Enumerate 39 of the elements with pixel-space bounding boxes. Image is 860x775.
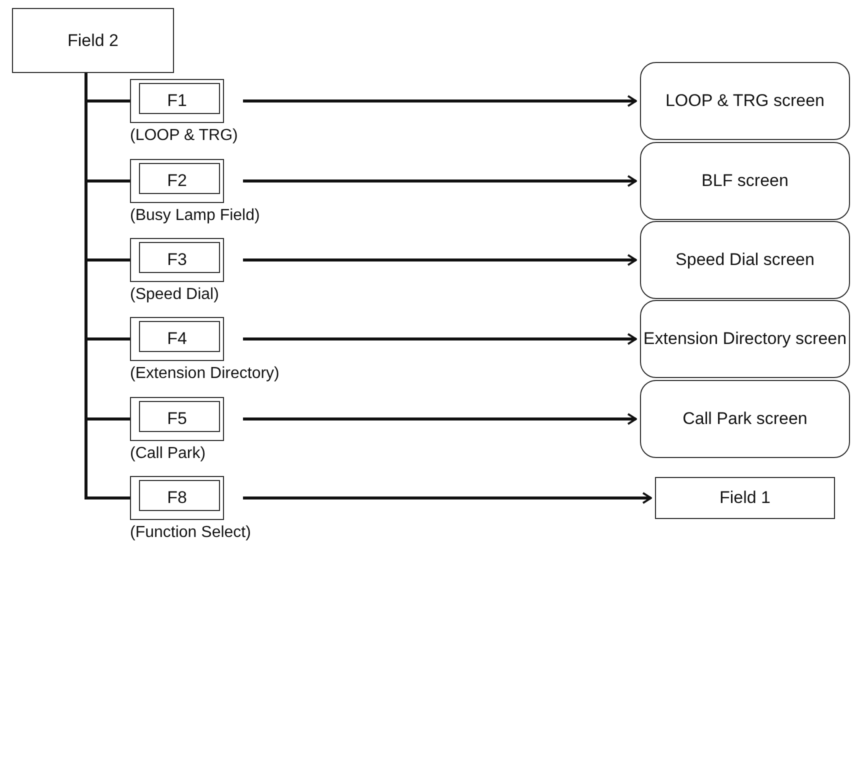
- field-box: [655, 477, 835, 519]
- arrow: [243, 175, 637, 187]
- node-label: F3: [167, 250, 187, 270]
- key-caption: (Speed Dial): [130, 286, 219, 304]
- function-key: [130, 79, 224, 123]
- key-caption: (Function Select): [130, 524, 251, 542]
- node-label: F1: [167, 91, 187, 111]
- node-label: Speed Dial screen: [676, 250, 814, 270]
- screen-box: [640, 62, 850, 140]
- screen-box: [640, 221, 850, 299]
- node-label: Field 2: [67, 30, 119, 50]
- node-label: Call Park screen: [682, 409, 808, 429]
- function-key: [130, 397, 224, 441]
- screen-box: [640, 142, 850, 220]
- function-key: [130, 238, 224, 282]
- screen-box: [640, 380, 850, 458]
- arrow: [243, 254, 637, 266]
- tree-line: [84, 73, 130, 500]
- node-label: BLF screen: [702, 171, 788, 191]
- node-label: F2: [167, 171, 187, 191]
- function-key: [130, 317, 224, 361]
- key-caption: (Extension Directory): [130, 365, 280, 383]
- key-caption: (Busy Lamp Field): [130, 207, 260, 225]
- arrow: [243, 492, 652, 504]
- node-label: Extension Directory screen: [643, 329, 847, 349]
- key-caption: (Call Park): [130, 445, 206, 463]
- arrow: [243, 413, 637, 425]
- node-label: F4: [167, 329, 187, 349]
- field-box: [12, 8, 174, 73]
- screen-box: [640, 300, 850, 378]
- node-label: F5: [167, 409, 187, 429]
- arrow: [243, 333, 637, 345]
- node-label: LOOP & TRG screen: [665, 91, 825, 111]
- arrow: [243, 95, 637, 107]
- node-label: F8: [167, 488, 187, 508]
- node-label: Field 1: [719, 488, 771, 508]
- key-caption: (LOOP & TRG): [130, 127, 238, 145]
- function-key: [130, 476, 224, 520]
- function-key: [130, 159, 224, 203]
